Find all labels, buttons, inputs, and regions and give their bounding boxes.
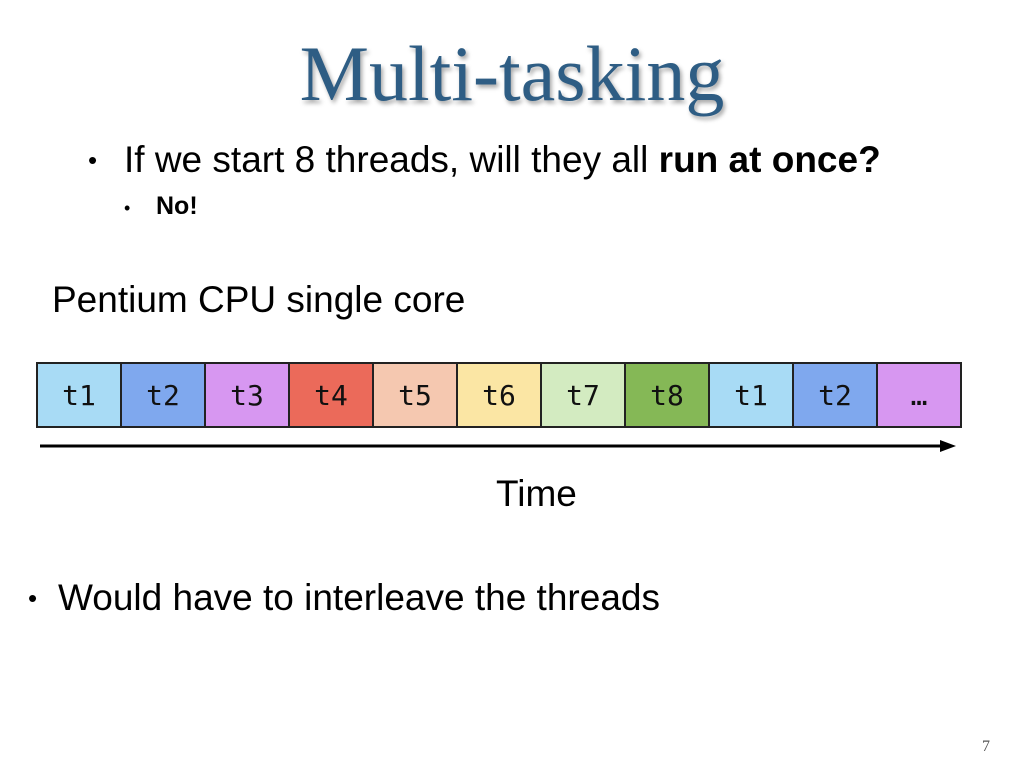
time-axis-label: Time xyxy=(496,473,577,514)
thread-slot: t5 xyxy=(374,364,458,426)
thread-slot: … xyxy=(878,364,962,426)
thread-slot: t2 xyxy=(794,364,878,426)
thread-slot: t6 xyxy=(458,364,542,426)
arrow-head-icon xyxy=(940,440,956,452)
question-emphasis: run at once? xyxy=(658,139,881,180)
time-axis-arrow xyxy=(40,440,956,452)
cpu-label: Pentium CPU single core xyxy=(52,279,466,320)
thread-slot: t1 xyxy=(710,364,794,426)
thread-slot: t8 xyxy=(626,364,710,426)
thread-slot: t1 xyxy=(38,364,122,426)
bullet-answer: • No! xyxy=(124,190,198,224)
thread-slot: t2 xyxy=(122,364,206,426)
slide-title: Multi-tasking xyxy=(299,30,725,117)
answer-text: No! xyxy=(156,192,198,220)
thread-slot: t7 xyxy=(542,364,626,426)
conclusion-text: Would have to interleave the threads xyxy=(58,577,660,618)
bullet-conclusion: • Would have to interleave the threads xyxy=(28,576,660,620)
thread-slot: t3 xyxy=(206,364,290,426)
page-number: 7 xyxy=(982,738,990,755)
thread-slot: t4 xyxy=(290,364,374,426)
bullet-marker: • xyxy=(28,583,38,613)
question-text: If we start 8 threads, will they all xyxy=(124,139,659,180)
bullet-marker: • xyxy=(88,145,98,175)
sub-bullet-marker: • xyxy=(124,198,131,218)
bullet-question: • If we start 8 threads, will they all ru… xyxy=(88,138,881,182)
